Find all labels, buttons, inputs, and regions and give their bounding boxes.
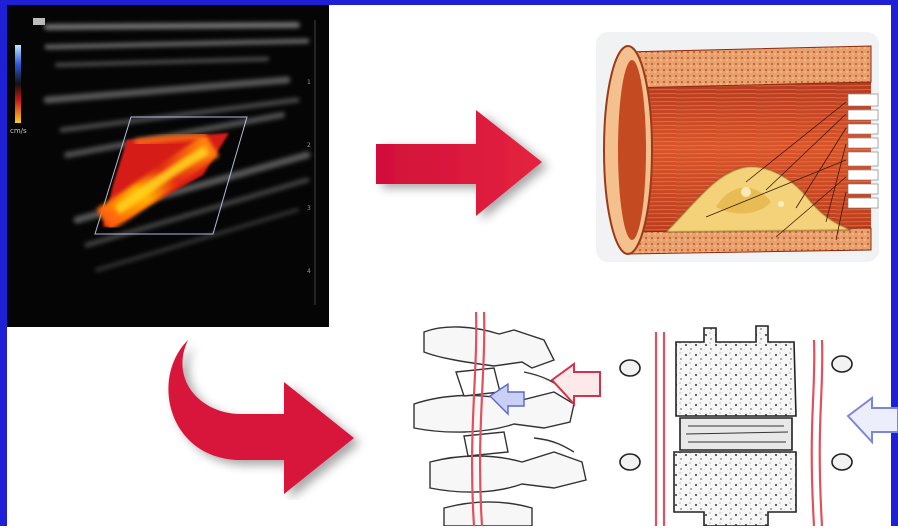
depth-tick-2: 2 [307,142,311,149]
depth-tick-3: 3 [307,205,311,212]
oblique-spine-sketch [414,327,586,526]
blue-outline-arrow [848,398,898,442]
spine-compression-sketch [404,312,898,526]
depth-tick-1: 1 [307,79,311,86]
ultrasound-image: cm/s 1 2 3 4 [7,5,329,327]
arrow-right-icon [372,104,556,226]
velocity-scale-label: cm/s [10,127,27,135]
curved-arrow-icon [158,338,366,500]
depth-tick-4: 4 [307,268,311,275]
frontal-spine-sketch [620,326,852,526]
velocity-color-bar [15,45,21,123]
artery-plaque-diagram [596,32,879,262]
logo-block [33,18,45,25]
ultrasound-svg: cm/s 1 2 3 4 [7,5,329,327]
